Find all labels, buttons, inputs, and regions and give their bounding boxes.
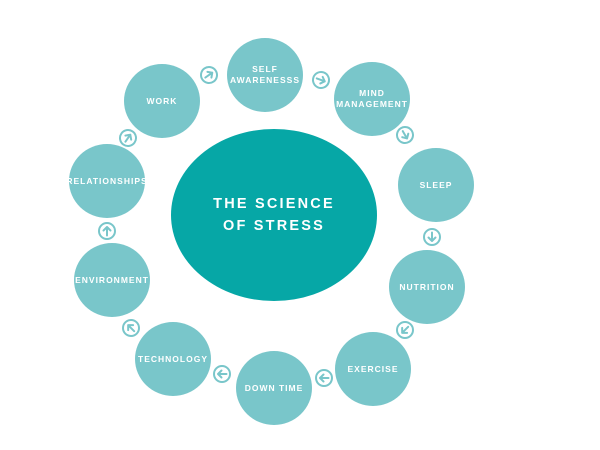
arrow-in-circle-icon xyxy=(423,228,441,246)
arrow-in-circle-icon xyxy=(200,66,218,84)
node-label-line: SLEEP xyxy=(419,179,453,190)
node-work: WORK xyxy=(124,64,200,138)
center-title-line-2: OF STRESS xyxy=(223,218,325,234)
arrow-in-circle-icon xyxy=(213,365,231,383)
arrow-in-circle-icon xyxy=(122,319,140,337)
node-technology: TECHNOLOGY xyxy=(135,322,211,396)
node-sleep: SLEEP xyxy=(398,148,474,222)
center-circle: THE SCIENCE OF STRESS xyxy=(171,129,377,301)
node-label-line: ENVIRONMENT xyxy=(75,274,149,285)
node-relationships: RELATIONSHIPS xyxy=(66,144,148,218)
node-nutrition: NUTRITION xyxy=(389,250,465,324)
node-label-line: WORK xyxy=(146,95,178,106)
node-label-line: MIND xyxy=(359,88,385,98)
node-mind-management: MIND MANAGEMENT xyxy=(334,62,410,136)
node-label-line: AWARENESSS xyxy=(230,75,300,85)
arrow-in-circle-icon xyxy=(315,369,333,387)
node-self-awareness: SELF AWARENESSS xyxy=(227,38,303,112)
node-label-line: SELF xyxy=(252,64,278,74)
arrow-in-circle-icon xyxy=(396,126,414,144)
arrow-in-circle-icon xyxy=(396,321,414,339)
arrow-in-circle-icon xyxy=(119,129,137,147)
node-environment: ENVIRONMENT xyxy=(74,243,150,317)
center-title-line-1: THE SCIENCE xyxy=(213,196,335,212)
node-exercise: EXERCISE xyxy=(335,332,411,406)
node-label-line: DOWN TIME xyxy=(244,382,304,393)
arrow-in-circle-icon xyxy=(98,222,116,240)
node-label-line: RELATIONSHIPS xyxy=(66,175,148,186)
node-label-line: TECHNOLOGY xyxy=(138,353,208,364)
node-label-line: MANAGEMENT xyxy=(336,99,408,109)
node-label-line: EXERCISE xyxy=(347,363,399,374)
node-label-line: NUTRITION xyxy=(399,281,455,292)
node-down-time: DOWN TIME xyxy=(236,351,312,425)
arrow-in-circle-icon xyxy=(312,71,330,89)
